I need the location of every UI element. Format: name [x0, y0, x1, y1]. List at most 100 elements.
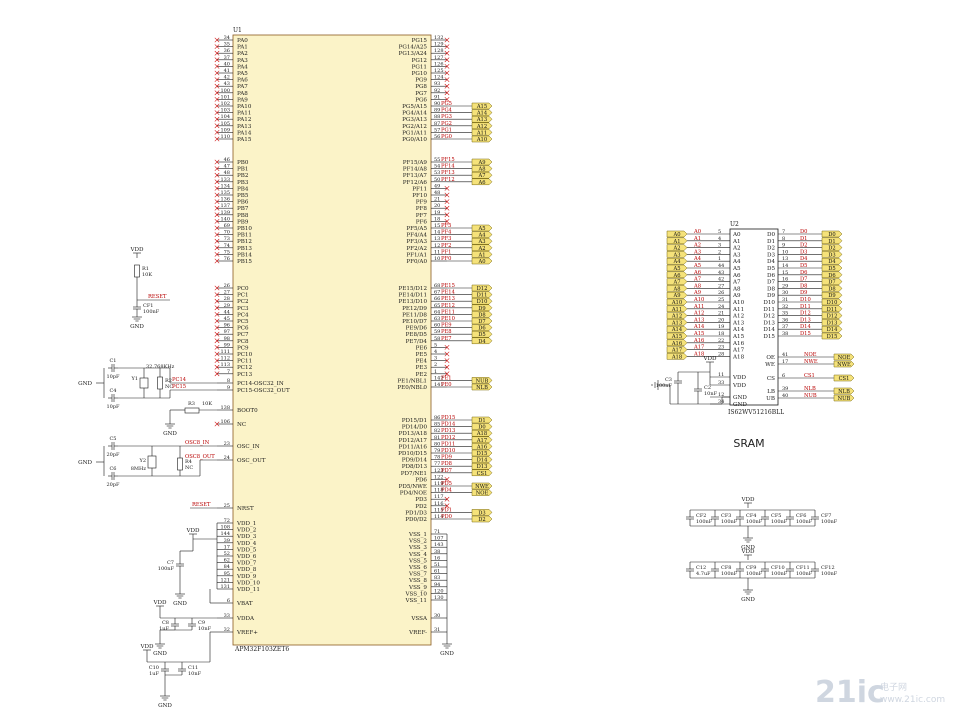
net-port-label: A18 [671, 354, 682, 360]
no-connect-mark [444, 364, 450, 370]
u2-net-label: D12 [800, 311, 811, 317]
net-label: PG5 [441, 101, 452, 107]
u2-pin-name: WE [765, 362, 775, 368]
no-connect-mark [444, 37, 450, 43]
net-port [471, 165, 493, 172]
u1-pin-name: PC7 [237, 332, 249, 338]
net-port-label: A15 [671, 334, 682, 340]
u2-net-label: A2 [693, 243, 701, 249]
u1-pin-name: PA10 [237, 104, 252, 110]
net-port-label: A13 [671, 320, 682, 326]
no-connect-mark [444, 371, 450, 377]
crystal-y1-designator: Y1 [131, 376, 138, 382]
net-label: PD9 [441, 455, 452, 461]
net-port [471, 178, 493, 186]
u1-pin-name: PF2/A2 [406, 246, 427, 252]
u1-pin-name: PA15 [237, 137, 252, 143]
u1-pin-name: PD9/D14 [402, 458, 428, 464]
u1-pin-number: 55 [434, 157, 440, 163]
u1-pin-name: PF12/A6 [403, 180, 428, 186]
net-label: PF13 [441, 170, 455, 176]
u2-pin-number: 41 [782, 352, 788, 358]
net-label: PG4 [441, 108, 453, 114]
net-port [666, 291, 688, 299]
net-port-label: A11 [671, 307, 682, 313]
u2-pin-number: 38 [782, 331, 788, 337]
u1-pin-name: PD5/NWE [399, 484, 427, 490]
net-label: PF15 [441, 157, 455, 163]
u2-net-label: D7 [800, 277, 807, 283]
u1-pin-number: 14 [434, 230, 440, 236]
cap-value: 10nF [704, 391, 718, 397]
u1-pin-number: 103 [220, 108, 230, 114]
u1-pin-name: PA7 [237, 84, 248, 90]
u1-pin-number: 12 [434, 243, 440, 249]
net-label: PD5 [441, 481, 452, 487]
u1-pin-number: 128 [434, 48, 444, 54]
no-connect-mark [214, 129, 220, 135]
net-port [471, 297, 493, 305]
no-connect-mark [214, 364, 220, 370]
u2-pin-name: A0 [732, 232, 741, 238]
u1-pin-number: 127 [434, 55, 444, 61]
u2-pin-name: A1 [732, 239, 741, 245]
net-port [471, 257, 493, 265]
u2-pin-name: D13 [763, 320, 775, 326]
crystal-y1 [139, 377, 149, 389]
gnd-label: GND [78, 460, 92, 466]
net-port-label: A10 [476, 137, 487, 143]
u1-pin-number: 21 [434, 197, 440, 203]
u1-pin-number: 47 [224, 164, 230, 170]
u2-pin-number: 10 [782, 249, 788, 255]
u1-pin-number: 30 [434, 613, 440, 619]
u1-pin-name: PB9 [237, 219, 249, 225]
cap-designator: CF6 [796, 513, 806, 519]
u2-pin-name: D6 [767, 273, 775, 279]
net-port [471, 377, 493, 384]
no-connect-mark [214, 185, 220, 191]
net-port [666, 237, 688, 245]
vdd-label: VDD [702, 356, 717, 362]
u1-pin-number: 88 [434, 114, 440, 120]
no-connect-mark [214, 298, 220, 304]
u2-pin-number: 36 [782, 317, 788, 323]
u2-net-label: A15 [693, 331, 704, 337]
u2-pin-name: D9 [767, 293, 775, 299]
net-port [666, 312, 688, 319]
u2-pin-number: 23 [718, 345, 724, 351]
net-port-label: NWE [475, 484, 489, 490]
u1-pin-number: 133 [220, 177, 230, 183]
u2-pin-number: 34 [718, 399, 724, 405]
net-label: PD10 [441, 448, 455, 454]
net-port [666, 353, 688, 360]
net-port-label: A7 [672, 280, 680, 286]
u1-pin-name: PF4/A4 [406, 233, 427, 239]
net-port-label: NWE [837, 362, 851, 368]
u2-pin-number: 18 [718, 331, 724, 337]
u1-pin-number: 33 [224, 613, 230, 619]
u1-pin-name: PG10 [412, 71, 428, 77]
u1-pin-name: PC9 [237, 345, 249, 351]
u1-pin-name: VSS_4 [408, 552, 427, 558]
u1-pin-number: 138 [220, 405, 230, 411]
u1-pin-number: 100 [220, 88, 230, 94]
u1-pin-name: PD13/A18 [399, 431, 428, 437]
no-connect-mark [444, 503, 450, 509]
u2-pin-name: A5 [732, 266, 741, 272]
net-port [821, 264, 843, 272]
u2-pin-name: A7 [732, 280, 741, 286]
net-port [471, 509, 493, 516]
u2-pin-name: D5 [767, 266, 775, 272]
net-port-label: D1 [828, 239, 835, 245]
net-label: PE0 [441, 382, 452, 388]
gnd-label: GND [741, 597, 755, 603]
net-port [821, 251, 843, 258]
cap-value: 20pF [106, 482, 120, 488]
no-connect-mark [444, 185, 450, 191]
no-connect-mark [214, 44, 220, 50]
net-port-label: A14 [476, 111, 488, 117]
net-port [666, 346, 688, 353]
u1-pin-number: 143 [434, 542, 444, 548]
u2-net-label: NOE [804, 352, 817, 358]
